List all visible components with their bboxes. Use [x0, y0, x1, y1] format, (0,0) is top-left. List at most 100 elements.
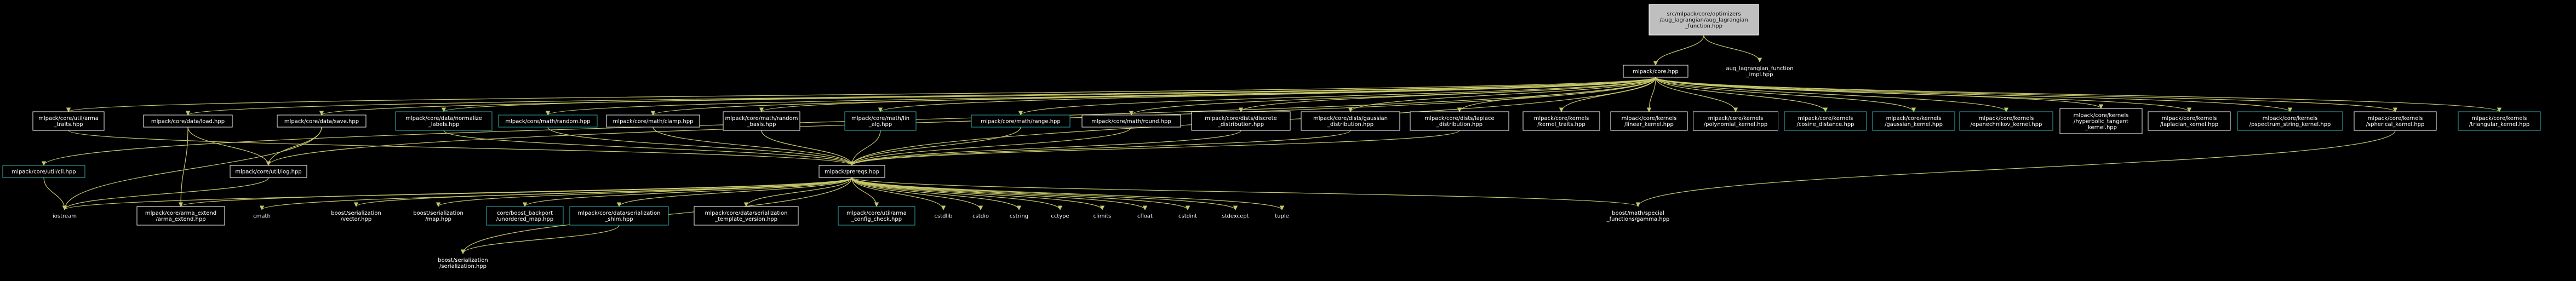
node-label-load: mlpack/core/data/load.hpp — [151, 119, 225, 125]
node-arma_traits[interactable]: mlpack/core/util/arma_traits.hpp — [32, 111, 105, 131]
edge-load-to-arma_extend — [178, 127, 188, 207]
edge-core-to-random_basis — [759, 77, 1656, 112]
node-box-spherical — [2354, 111, 2437, 131]
node-label-gaussian_kernel: mlpack/core/kernels — [1886, 116, 1942, 122]
node-ser_vector[interactable]: boost/serialization/vector.hpp — [331, 210, 381, 222]
node-save[interactable]: mlpack/core/data/save.hpp — [277, 114, 367, 128]
node-epanechnikov[interactable]: mlpack/core/kernels/epanechnikov_kernel.… — [1959, 111, 2053, 131]
edge-shim-to-serialization — [460, 225, 620, 254]
node-gamma[interactable]: boost/math/special_functions/gamma.hpp — [1606, 210, 1670, 222]
edge-focus-to-core — [1653, 35, 1704, 66]
edge-normalize_labels-to-prereqs — [443, 130, 855, 166]
node-polynomial[interactable]: mlpack/core/kernels/polynomial_kernel.hp… — [1693, 111, 1778, 131]
node-label-discrete: _distribution.hpp — [1217, 122, 1264, 128]
node-label-laplace: mlpack/core/dists/laplace — [1424, 116, 1494, 122]
node-arma_extend[interactable]: mlpack/core/arma_extend/arma_extend.hpp — [136, 206, 225, 226]
node-linear_kernel[interactable]: mlpack/core/kernels/linear_kernel.hpp — [1610, 111, 1688, 131]
node-cfloat[interactable]: cfloat — [1137, 214, 1153, 220]
node-box-discrete — [1191, 111, 1291, 131]
node-template_version[interactable]: mlpack/core/data/serialization_template_… — [694, 206, 799, 226]
node-serialization[interactable]: boost/serialization/serialization.hpp — [438, 257, 488, 269]
node-laplace[interactable]: mlpack/core/dists/laplace_distribution.h… — [1410, 111, 1509, 131]
node-cmath[interactable]: cmath — [253, 214, 271, 220]
node-discrete[interactable]: mlpack/core/dists/discrete_distribution.… — [1191, 111, 1291, 131]
node-box-save — [277, 114, 367, 128]
node-iostream[interactable]: iostream — [53, 214, 77, 220]
node-gaussian_kernel[interactable]: mlpack/core/kernels/gaussian_kernel.hpp — [1872, 111, 1955, 131]
node-label-range: mlpack/core/math/range.hpp — [981, 119, 1060, 125]
edge-core-to-save — [319, 77, 1656, 116]
node-impl[interactable]: aug_lagrangian_function_impl.hpp — [1726, 66, 1793, 78]
node-config_check[interactable]: mlpack/core/util/arma_config_check.hpp — [838, 206, 915, 226]
edge-log-to-iostream — [62, 177, 269, 210]
node-label-prereqs: mlpack/prereqs.hpp — [825, 169, 879, 175]
node-label-gamma: _functions/gamma.hpp — [1606, 216, 1670, 222]
node-laplacian[interactable]: mlpack/core/kernels/laplacian_kernel.hpp — [2148, 111, 2231, 131]
node-label-serialization: boost/serialization — [438, 257, 488, 263]
node-triangular[interactable]: mlpack/core/kernels/triangular_kernel.hp… — [2458, 111, 2541, 131]
node-label-random: mlpack/core/math/random.hpp — [505, 119, 590, 125]
node-label-cosine: /cosine_distance.hpp — [1796, 122, 1854, 128]
node-label-polynomial: /polynomial_kernel.hpp — [1704, 122, 1767, 128]
node-cstdio[interactable]: cstdio — [972, 214, 989, 220]
node-cstring[interactable]: cstring — [1010, 214, 1028, 220]
edge-core-to-polynomial — [1655, 77, 1738, 112]
node-random[interactable]: mlpack/core/math/random.hpp — [498, 114, 598, 128]
node-core[interactable]: mlpack/core.hpp — [1623, 65, 1688, 78]
node-shim[interactable]: mlpack/core/data/serialization_shim.hpp — [569, 206, 669, 226]
node-log[interactable]: mlpack/core/util/log.hpp — [230, 165, 307, 178]
node-box-prereqs — [818, 165, 885, 178]
node-hyperbolic[interactable]: mlpack/core/kernels/hyperbolic_tangent_k… — [2059, 108, 2143, 134]
edge-prereqs-to-ser_vector — [354, 177, 852, 207]
edge-clamp-to-prereqs — [652, 127, 855, 166]
edge-core-to-log — [266, 77, 1656, 166]
node-load[interactable]: mlpack/core/data/load.hpp — [143, 114, 233, 128]
nodes-layer: src/mlpack/core/optimizers/aug_lagrangia… — [2, 4, 2541, 269]
node-label-focus: /aug_lagrangian/aug_lagrangian — [1659, 18, 1748, 24]
node-label-cosine: mlpack/core/kernels — [1798, 116, 1853, 122]
node-random_basis[interactable]: mlpack/core/math/random_basis.hpp — [723, 111, 800, 131]
node-unordered_map[interactable]: core/boost_backport/unordered_map.hpp — [486, 206, 564, 226]
node-normalize_labels[interactable]: mlpack/core/data/normalize_labels.hpp — [395, 111, 493, 131]
node-label-unordered_map: /unordered_map.hpp — [496, 216, 553, 222]
node-prereqs[interactable]: mlpack/prereqs.hpp — [818, 165, 885, 178]
edge-core-to-lin_alg — [878, 77, 1656, 112]
node-label-template_version: _template_version.hpp — [714, 216, 777, 222]
node-tuple[interactable]: tuple — [1275, 214, 1289, 220]
node-kernel_traits[interactable]: mlpack/core/kernels/kernel_traits.hpp — [1522, 111, 1600, 131]
node-box-cosine — [1784, 111, 1867, 131]
edge-prereqs-to-stdexcept — [851, 177, 1238, 210]
node-stdexcept[interactable]: stdexcept — [1222, 214, 1249, 220]
node-box-linear_kernel — [1610, 111, 1688, 131]
node-label-laplace: _distribution.hpp — [1436, 122, 1482, 128]
node-label-cstdint: cstdint — [1178, 214, 1197, 220]
node-climits[interactable]: climits — [1094, 214, 1112, 220]
node-round[interactable]: mlpack/core/math/round.hpp — [1081, 114, 1181, 128]
node-cstdlib[interactable]: cstdlib — [935, 214, 953, 220]
node-label-cstring: cstring — [1010, 214, 1028, 220]
node-gaussian_dist[interactable]: mlpack/core/dists/gaussian_distribution.… — [1301, 111, 1400, 131]
node-cctype[interactable]: cctype — [1051, 214, 1069, 220]
node-ser_map[interactable]: boost/serialization/map.hpp — [413, 210, 463, 222]
edge-core-to-spherical — [1655, 77, 2397, 112]
node-pspectrum[interactable]: mlpack/core/kernels/pspectrum_string_ker… — [2237, 111, 2343, 131]
node-cli_util[interactable]: mlpack/core/util/cli.hpp — [2, 165, 85, 178]
node-box-shim — [569, 206, 669, 226]
node-box-focus — [1648, 4, 1759, 36]
node-cstdint[interactable]: cstdint — [1178, 214, 1197, 220]
node-range[interactable]: mlpack/core/math/range.hpp — [971, 114, 1071, 128]
node-box-normalize_labels — [395, 111, 493, 131]
node-spherical[interactable]: mlpack/core/kernels/spherical_kernel.hpp — [2354, 111, 2437, 131]
node-cosine[interactable]: mlpack/core/kernels/cosine_distance.hpp — [1784, 111, 1867, 131]
node-label-triangular: /triangular_kernel.hpp — [2469, 122, 2529, 128]
node-label-stdexcept: stdexcept — [1222, 214, 1249, 220]
node-lin_alg[interactable]: mlpack/core/math/lin_alg.hpp — [844, 111, 917, 131]
node-box-template_version — [694, 206, 799, 226]
node-label-laplacian: mlpack/core/kernels — [2162, 116, 2217, 122]
edge-core-to-laplacian — [1655, 77, 2191, 112]
node-label-arma_traits: mlpack/core/util/arma — [38, 116, 99, 122]
node-box-round — [1081, 114, 1181, 128]
node-clamp[interactable]: mlpack/core/math/clamp.hpp — [606, 114, 700, 128]
edge-core-to-triangular — [1655, 77, 2501, 112]
edge-prereqs-to-arma_extend — [179, 177, 852, 207]
